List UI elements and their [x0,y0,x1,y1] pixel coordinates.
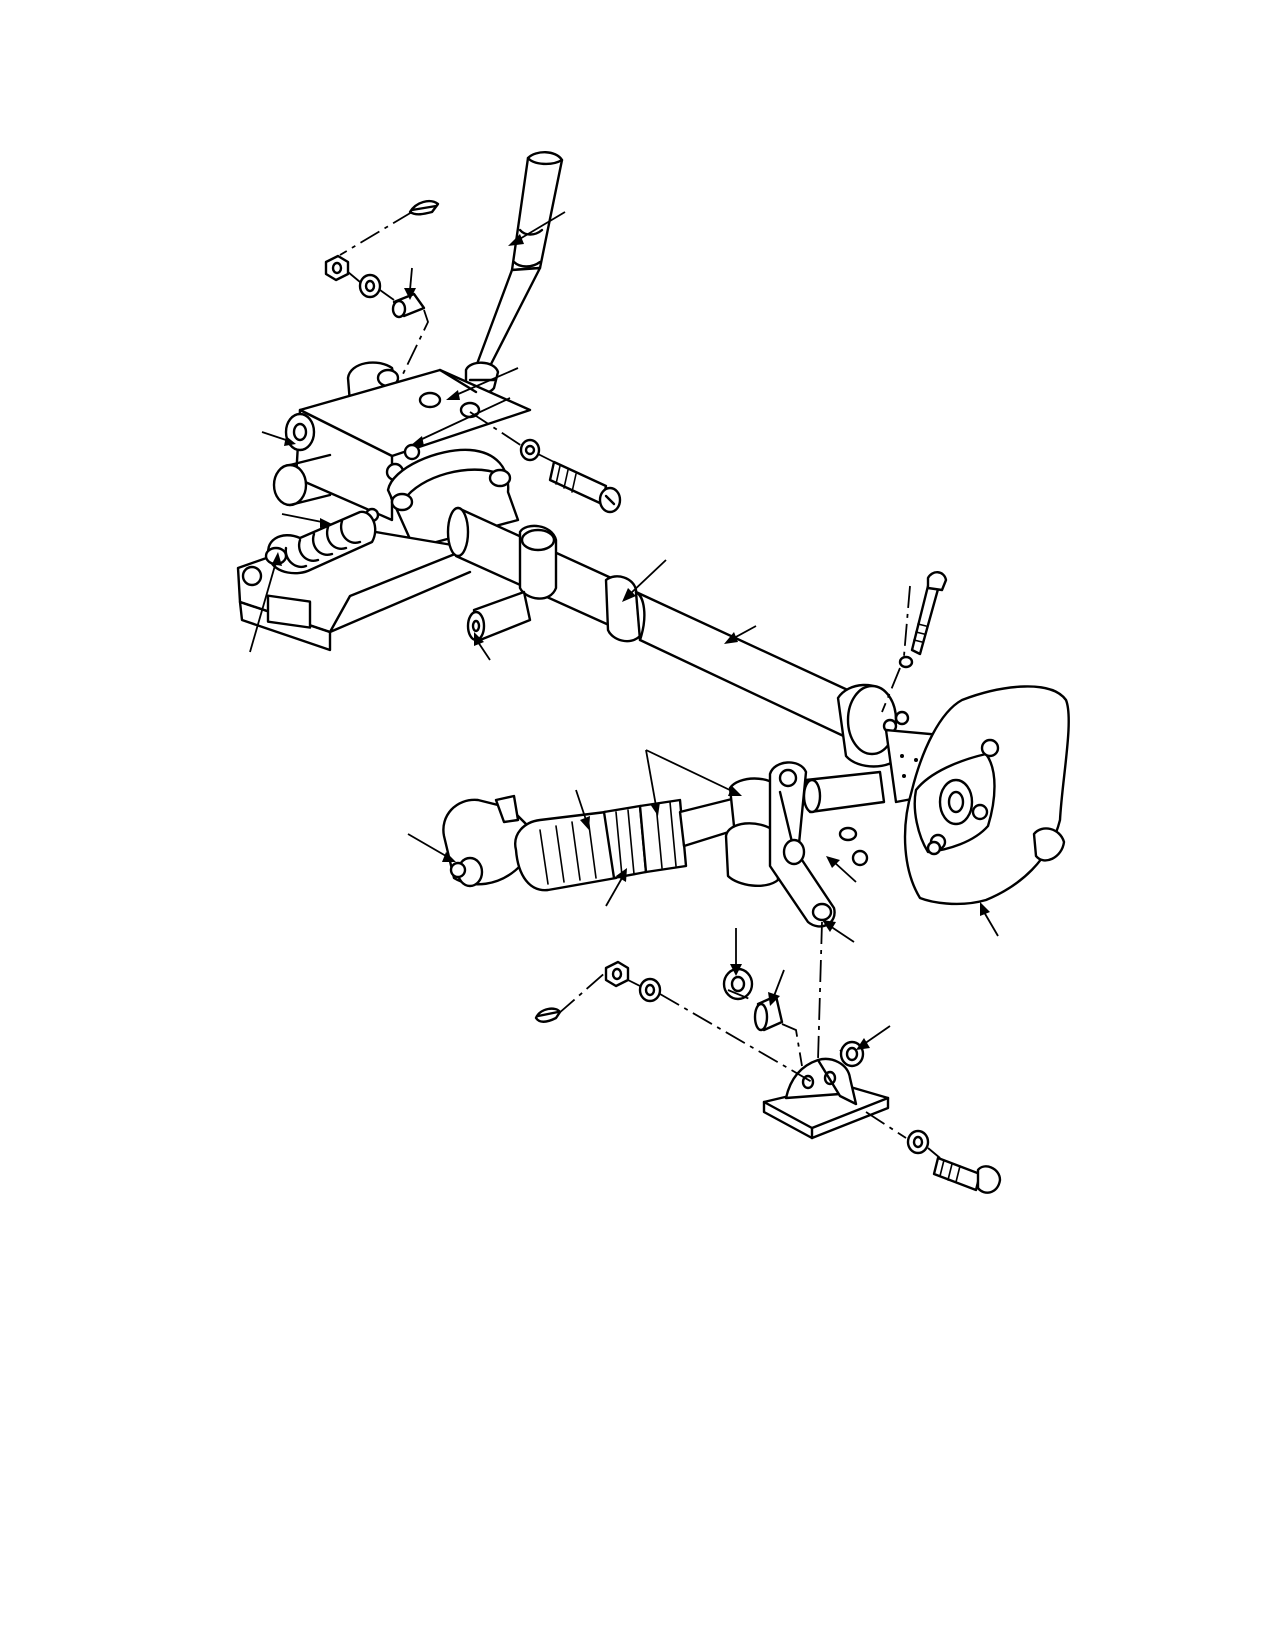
boot-spring [264,510,377,575]
shift-rod [442,770,886,892]
washer-6 [898,655,914,669]
bushing-lower [722,967,784,1032]
bolt-vertical [910,571,948,656]
nut [324,254,350,282]
cross-shaft [446,506,854,742]
bellcrank [768,761,869,928]
washer-5 [906,1129,930,1155]
nut-lower [604,960,630,988]
shift-lever [464,151,564,395]
mounting-bracket [762,1057,890,1140]
bushing [391,292,426,319]
washer-2 [519,438,541,462]
washer-3 [638,977,662,1003]
cotter-pin [408,200,440,216]
leader-lines [249,211,999,1050]
explosion-lines [339,211,941,1159]
bolt [548,460,622,514]
bolt-lower [932,1156,1002,1194]
cotter-pin-lower [534,1007,562,1023]
washer [358,273,382,299]
